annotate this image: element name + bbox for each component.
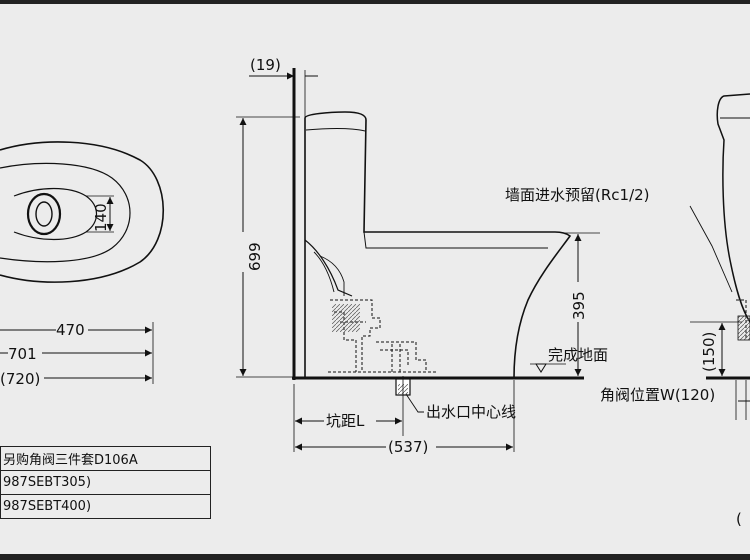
bowl-rim <box>0 162 131 263</box>
bottom-border <box>0 554 750 560</box>
table-cell: 987SEBT400) <box>0 494 211 519</box>
bowl-inner <box>13 187 98 241</box>
bowl-width-dim: 140 <box>92 203 110 232</box>
front-outline <box>716 93 750 323</box>
drain-inner <box>35 201 53 227</box>
depth-537-dim: (537) <box>388 438 428 456</box>
note-fragment: ( <box>736 510 742 528</box>
table-row: 987SEBT400) <box>0 494 211 519</box>
spec-table: 另购角阀三件套D106A 987SEBT305) 987SEBT400) <box>0 446 211 519</box>
side-view: (19) 699 <box>231 56 608 458</box>
wall-inlet-label: 墙面进水预留(Rc1/2) <box>505 186 650 204</box>
top-border <box>0 0 750 4</box>
length-701-dim: 701 <box>8 345 37 363</box>
length-720-dim: (720) <box>0 370 40 388</box>
table-row: 另购角阀三件套D106A <box>0 446 211 471</box>
table-cell: 987SEBT305) <box>0 470 211 495</box>
valve-height-dim: (150) <box>700 332 718 372</box>
top-view: 140 470 701 (720) <box>0 141 165 388</box>
rough-in-dim: 坑距L <box>326 412 365 430</box>
toilet-outline <box>304 111 572 379</box>
total-height-dim: 699 <box>246 242 264 271</box>
outlet-center-label: 出水口中心线 <box>426 403 516 421</box>
length-470-dim: 470 <box>56 321 85 339</box>
table-cell: 另购角阀三件套D106A <box>0 446 211 471</box>
seat-outline <box>0 141 165 283</box>
valve-position-label: 角阀位置W(120) <box>600 386 715 404</box>
floor-label: 完成地面 <box>548 346 608 364</box>
drain-outer <box>26 192 62 236</box>
tank-lid <box>305 128 366 132</box>
floor-symbol <box>535 363 547 373</box>
front-view: 墙面进水预留(Rc1/2) (150) 角阀位置W(120) <box>505 93 750 420</box>
table-row: 987SEBT305) <box>0 470 211 495</box>
wall-gap-dim: (19) <box>250 56 281 74</box>
inlet-height-dim: 395 <box>570 291 588 320</box>
